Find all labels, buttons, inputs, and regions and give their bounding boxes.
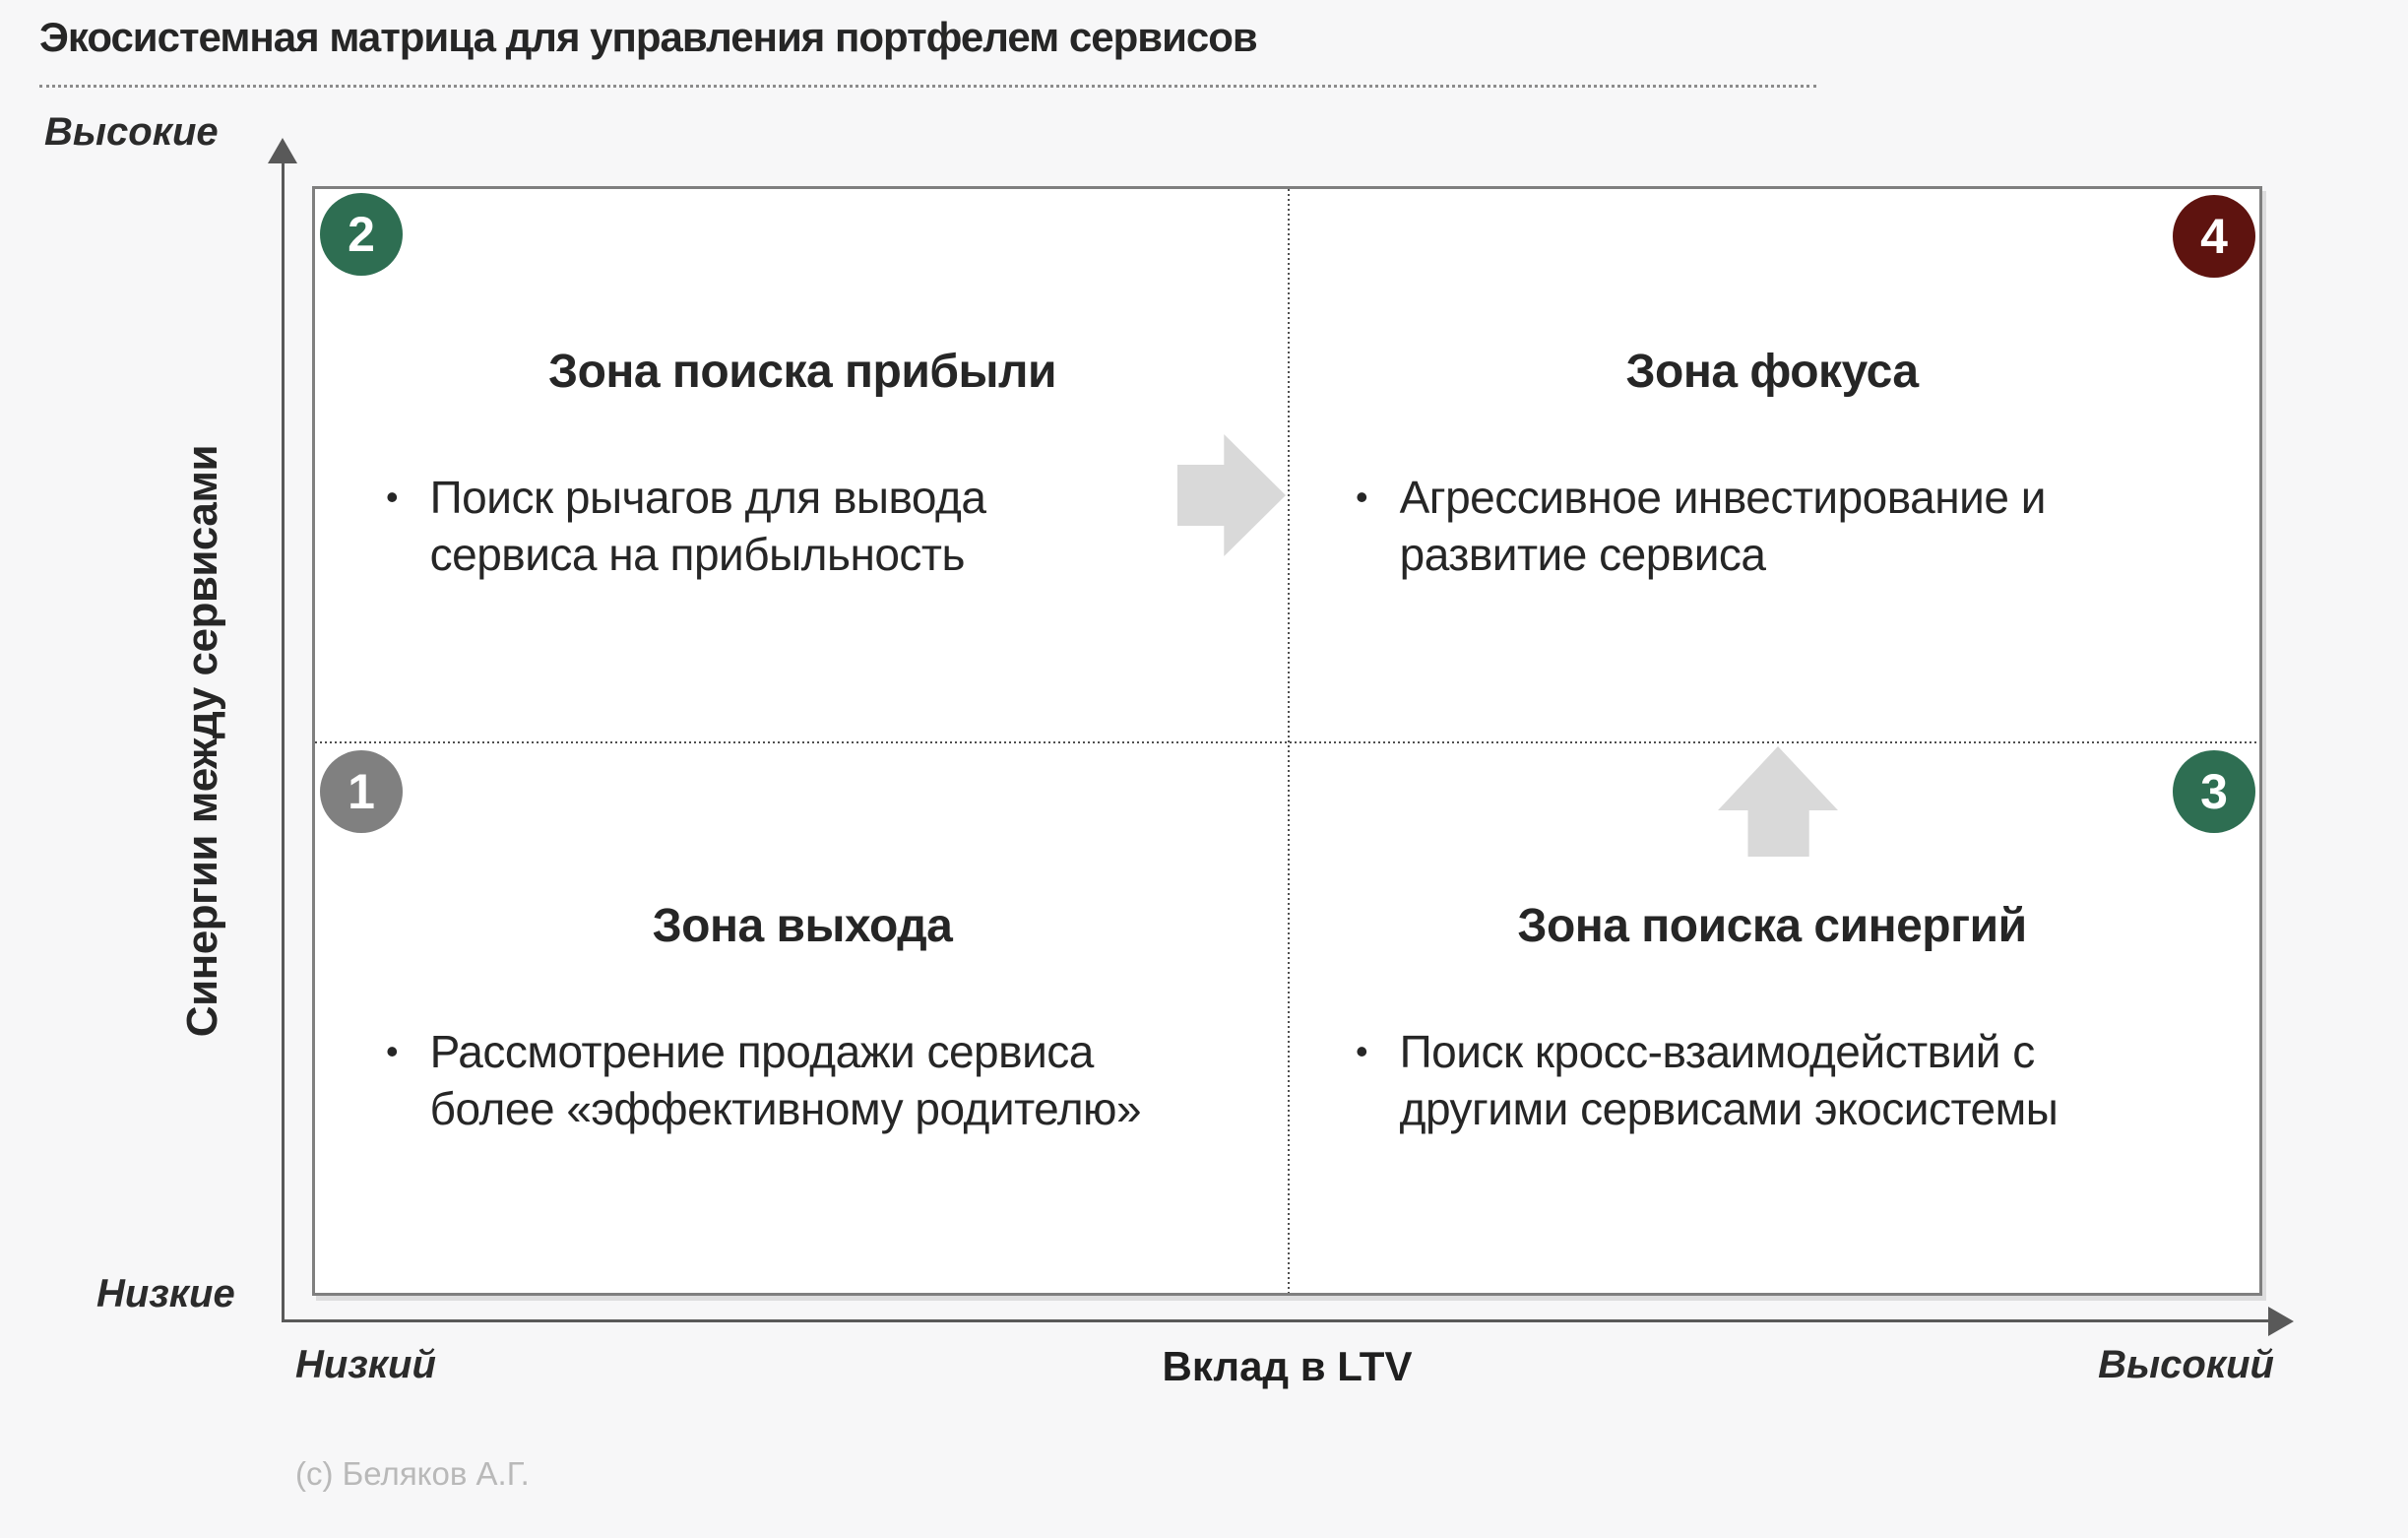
x-axis-low-label: Низкий: [295, 1343, 436, 1386]
quadrant-heading: Зона фокуса: [1625, 346, 1919, 398]
horizontal-divider: [315, 741, 2259, 743]
quadrant-profit-search: Зона поиска прибыли • Поиск рычагов для …: [315, 189, 1290, 741]
quadrant-exit: Зона выхода • Рассмотрение продажи серви…: [315, 743, 1290, 1296]
y-axis-title: Синергии между сервисами: [178, 444, 226, 1038]
quadrant-bullet-item: • Агрессивное инвестирование и развитие …: [1356, 469, 2168, 583]
badge-quadrant-2: 2: [320, 193, 403, 276]
badge-quadrant-1: 1: [320, 750, 403, 833]
x-axis-title: Вклад в LTV: [1162, 1343, 1413, 1389]
bullet-marker: •: [386, 477, 399, 517]
quadrant-bullet-item: • Поиск кросс-взаимодействий с другими с…: [1356, 1023, 2148, 1137]
badge-quadrant-3: 3: [2173, 750, 2255, 833]
badge-number: 3: [2200, 764, 2228, 819]
badge-number: 1: [348, 764, 375, 819]
quadrant-synergy-search: Зона поиска синергий • Поиск кросс-взаим…: [1285, 743, 2259, 1296]
quadrant-heading: Зона выхода: [652, 900, 953, 952]
x-axis-arrowhead-icon: [2268, 1307, 2294, 1336]
y-axis-arrowhead-icon: [268, 138, 297, 163]
quadrant-bullet-item: • Рассмотрение продажи сервиса более «эф…: [386, 1023, 1178, 1137]
bullet-text: Поиск рычагов для вывода сервиса на приб…: [429, 472, 986, 580]
y-axis-title-wrap: Синергии между сервисами: [156, 186, 250, 1296]
badge-number: 4: [2200, 209, 2228, 264]
y-axis-high-label: Высокие: [44, 110, 219, 154]
page-title: Экосистемная матрица для управления порт…: [39, 14, 1816, 88]
copyright-text: (с) Беляков А.Г.: [295, 1455, 530, 1492]
bullet-marker: •: [1356, 1031, 1368, 1071]
bullet-text: Агрессивное инвестирование и развитие се…: [1399, 472, 2047, 580]
y-axis-line: [282, 163, 285, 1321]
badge-quadrant-4: 4: [2173, 195, 2255, 278]
x-axis-line: [282, 1319, 2272, 1322]
badge-number: 2: [348, 207, 375, 262]
matrix-box: 2 4 1 3 Зона поиска прибыли • Поиск рыча…: [312, 186, 2262, 1296]
bullet-text: Поиск кросс-взаимодействий с другими сер…: [1399, 1026, 2059, 1134]
bullet-marker: •: [386, 1031, 399, 1071]
quadrant-heading: Зона поиска прибыли: [548, 346, 1056, 398]
quadrant-heading: Зона поиска синергий: [1517, 900, 2027, 952]
x-axis-high-label: Высокий: [2098, 1343, 2274, 1386]
bullet-marker: •: [1356, 477, 1368, 517]
quadrant-focus: Зона фокуса • Агрессивное инвестирование…: [1285, 189, 2259, 741]
vertical-divider: [1288, 189, 1290, 1293]
y-axis-low-label: Низкие: [96, 1272, 235, 1315]
quadrant-bullet-item: • Поиск рычагов для вывода сервиса на пр…: [386, 469, 1080, 583]
bullet-text: Рассмотрение продажи сервиса более «эффе…: [429, 1026, 1142, 1134]
